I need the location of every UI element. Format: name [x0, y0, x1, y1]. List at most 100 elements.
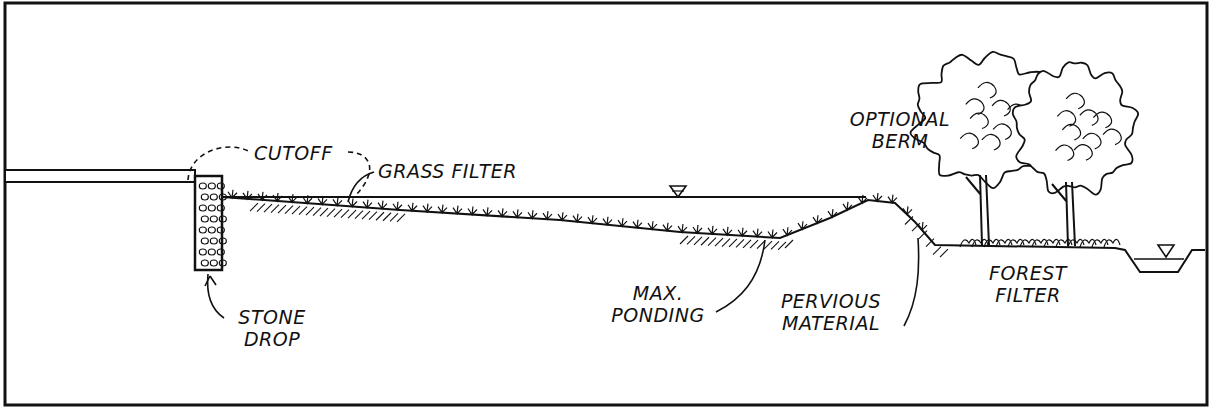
hatch-stroke	[271, 205, 279, 213]
grass-tuft	[723, 227, 732, 235]
grass-tuft	[288, 194, 297, 202]
grass-tuft	[348, 198, 357, 206]
grass-tuft	[513, 209, 522, 217]
grass-tuft	[318, 196, 327, 204]
part-label: OPTIONAL BERM	[836, 108, 964, 152]
grass-tuft	[378, 201, 387, 209]
cutoff-label: CUTOFF	[254, 142, 333, 164]
stone	[208, 227, 215, 233]
tree-canopy	[1013, 62, 1138, 194]
soil-hatching	[250, 203, 948, 257]
pervious-material-leader	[904, 238, 919, 326]
grass-tuft	[483, 207, 492, 215]
leaf-scribble	[992, 100, 1010, 116]
part-label: PERVIOUS MATERIAL	[758, 290, 904, 334]
hatch-stroke	[722, 239, 730, 247]
grass-filter-leader	[348, 172, 374, 202]
grass-tuft	[423, 204, 432, 212]
leaf-scribble	[982, 134, 1000, 150]
hatch-stroke	[320, 208, 328, 216]
stone	[199, 249, 206, 255]
cutoff-leader	[188, 147, 250, 180]
hatch-stroke	[940, 249, 948, 257]
hatch-stroke	[250, 203, 258, 211]
stone	[208, 183, 215, 189]
grass-tuft	[858, 195, 867, 203]
grass-tuft	[438, 205, 447, 213]
leaf-scribble	[1074, 145, 1092, 161]
grass-tuft	[333, 197, 342, 205]
water-symbol-tick	[672, 190, 684, 191]
water-symbol	[1158, 245, 1174, 257]
grass-tuft	[243, 191, 252, 199]
hatch-stroke	[299, 207, 307, 215]
grass-tuft	[228, 190, 237, 198]
hatch-stroke	[750, 240, 758, 248]
grass-tuft	[843, 202, 852, 210]
shrub	[1104, 239, 1120, 247]
hatch-stroke	[736, 239, 744, 247]
stone	[210, 216, 217, 222]
grass-tuft	[633, 220, 642, 228]
hatch-stroke	[285, 206, 293, 214]
stone	[219, 238, 226, 244]
stone	[217, 227, 224, 233]
leaf-scribble	[970, 113, 988, 129]
hatch-stroke	[905, 217, 913, 225]
stone	[210, 260, 217, 266]
hatch-stroke	[313, 208, 321, 216]
grass-tuft	[753, 229, 762, 237]
grass-tuft	[798, 221, 807, 229]
leaf-scribble	[1066, 93, 1084, 109]
leaf-scribble	[1080, 110, 1098, 126]
grass-tuft	[258, 192, 267, 200]
stone-drop-trench	[195, 176, 222, 270]
hatch-stroke	[708, 238, 716, 246]
leaf-scribble	[1093, 112, 1111, 128]
stone	[217, 249, 224, 255]
hatch-stroke	[743, 240, 751, 248]
stone	[219, 216, 226, 222]
stone	[199, 183, 206, 189]
stone	[201, 194, 208, 200]
hatch-stroke	[292, 206, 300, 214]
hatch-stroke	[383, 213, 391, 221]
grass-tuft	[393, 202, 402, 210]
grass-tuft	[888, 195, 897, 203]
hatch-stroke	[687, 236, 695, 244]
hatch-stroke	[919, 231, 927, 239]
water-symbol	[670, 186, 686, 197]
stone	[219, 260, 226, 266]
pavement	[5, 170, 195, 182]
hatch-stroke	[785, 240, 793, 248]
stone	[201, 260, 208, 266]
stone	[217, 205, 224, 211]
grass-tuft	[588, 215, 597, 223]
arrowhead	[205, 276, 216, 286]
grass-tufts	[228, 190, 927, 238]
grass-tuft	[543, 211, 552, 219]
stones	[199, 183, 226, 266]
leaf-scribble	[1083, 133, 1101, 149]
tree-trunk	[1052, 182, 1075, 246]
grass-tuft	[498, 208, 507, 216]
grass-tuft	[648, 221, 657, 229]
grass-tuft	[573, 214, 582, 222]
hatch-stroke	[327, 209, 335, 217]
stone	[201, 216, 208, 222]
hatch-stroke	[362, 211, 370, 219]
hatch-stroke	[701, 237, 709, 245]
leaf-scribble	[1057, 111, 1075, 127]
stone	[217, 183, 224, 189]
stone	[201, 238, 208, 244]
grass-tuft	[603, 217, 612, 225]
grass-tuft	[618, 218, 627, 226]
hatch-stroke	[764, 241, 772, 249]
ditch-water	[1134, 258, 1184, 260]
grass-tuft	[303, 195, 312, 203]
stone	[210, 238, 217, 244]
hatch-stroke	[369, 212, 377, 220]
grass-tuft	[903, 206, 912, 214]
